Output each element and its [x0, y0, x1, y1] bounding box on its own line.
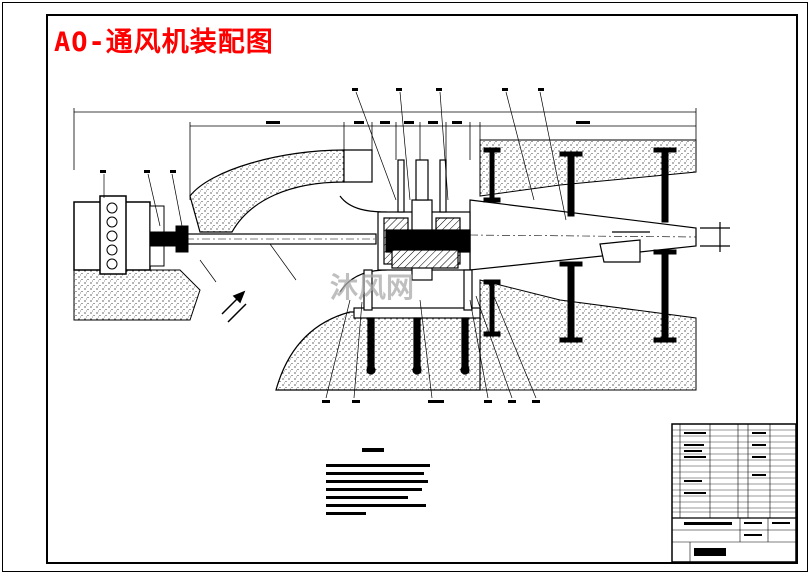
- support-beams: [483, 147, 677, 343]
- page-title: AO-通风机装配图: [54, 27, 274, 58]
- top-dimension: [73, 108, 697, 200]
- diffuser-cone: [469, 199, 730, 271]
- inlet-bellmouth: [189, 149, 387, 293]
- motor-platform: [73, 195, 201, 321]
- impeller-assembly: [377, 159, 471, 281]
- title-block-text: [684, 432, 790, 556]
- drive-shaft: [175, 225, 377, 253]
- part-number-marks: [100, 88, 544, 403]
- drawing-frame: [46, 14, 798, 564]
- watermark-logo: 沐风网: [330, 271, 415, 304]
- airflow-arrow: [221, 290, 247, 323]
- dimension-labels: [266, 121, 590, 124]
- title-block: [671, 423, 797, 563]
- lower-foundation: [275, 269, 481, 391]
- technical-notes: [326, 448, 430, 515]
- leader-lines: [103, 91, 567, 399]
